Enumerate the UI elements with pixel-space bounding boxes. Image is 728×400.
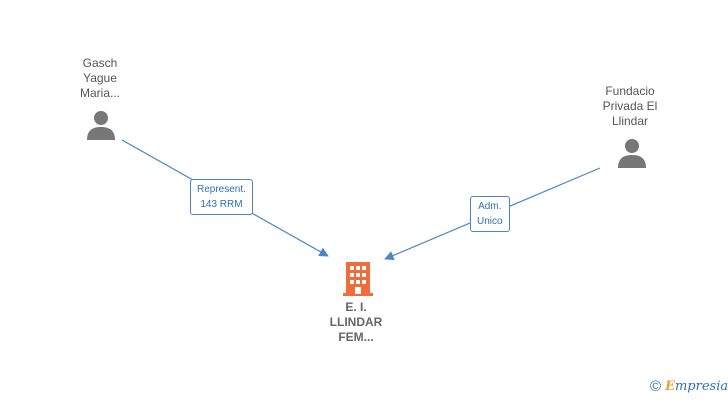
person-label-fundacio[interactable]: Fundacio Privada El Llindar xyxy=(602,84,658,128)
edge-label-adm-unico: Adm. Unico xyxy=(470,196,510,232)
person-icon[interactable] xyxy=(85,108,117,140)
person-icon[interactable] xyxy=(616,136,648,168)
company-label[interactable]: E. I. LLINDAR FEM... xyxy=(329,300,383,344)
person-label-gasch[interactable]: Gasch Yague Maria... xyxy=(79,56,120,100)
brand-name: Empresia xyxy=(665,379,728,394)
empresia-logo: © Empresia xyxy=(650,378,728,395)
edge-label-represent: Represent. 143 RRM xyxy=(190,179,253,215)
copyright-icon: © xyxy=(650,378,662,395)
building-icon[interactable] xyxy=(342,260,374,298)
